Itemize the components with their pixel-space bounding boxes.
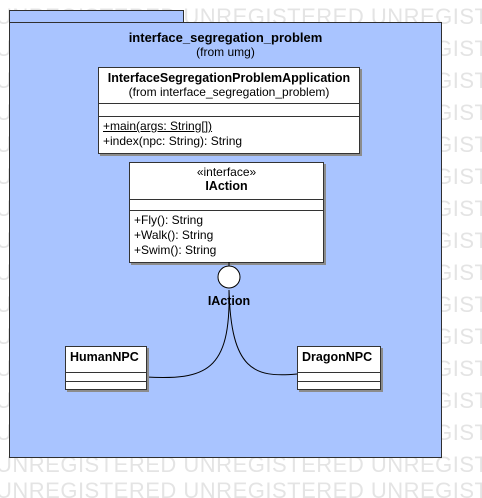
attributes-compartment [99, 103, 359, 116]
operation: +Walk(): String [134, 228, 214, 242]
humannpc-class-box[interactable]: HumanNPC [65, 346, 147, 390]
package-origin: (from umg) [196, 45, 255, 59]
iaction-class-box[interactable]: «interface» IAction +Fly(): String +Walk… [129, 162, 324, 263]
dragonnpc-class-name: DragonNPC [302, 350, 373, 364]
package-title: interface_segregation_problem [128, 30, 323, 45]
lollipop-label: IAction [207, 294, 251, 308]
realization-link-humannpc[interactable] [145, 289, 230, 378]
app-class-box[interactable]: InterfaceSegregationProblemApplication (… [98, 67, 360, 154]
app-class-name: InterfaceSegregationProblemApplication [107, 71, 351, 85]
attributes-compartment [298, 372, 380, 381]
operations-compartment: +Fly(): String +Walk(): String +Swim(): … [130, 210, 323, 258]
operation: +Fly(): String [134, 213, 204, 227]
attributes-compartment [130, 199, 323, 210]
humannpc-class-name: HumanNPC [70, 350, 139, 364]
operation: +index(npc: String): String [103, 134, 243, 148]
operations-compartment: +main(args: String[]) +index(npc: String… [99, 116, 359, 149]
operation: +main(args: String[]) [103, 119, 213, 133]
operations-compartment [66, 381, 146, 390]
iaction-stereotype: «interface» [196, 165, 257, 179]
dragonnpc-class-box[interactable]: DragonNPC [297, 346, 381, 390]
app-class-origin: (from interface_segregation_problem) [128, 85, 330, 99]
iaction-class-name: IAction [205, 179, 248, 193]
interface-lollipop-icon[interactable] [217, 265, 241, 289]
operation: +Swim(): String [134, 243, 217, 257]
operations-compartment [298, 381, 380, 390]
realization-link-dragonnpc[interactable] [228, 289, 298, 376]
attributes-compartment [66, 372, 146, 381]
